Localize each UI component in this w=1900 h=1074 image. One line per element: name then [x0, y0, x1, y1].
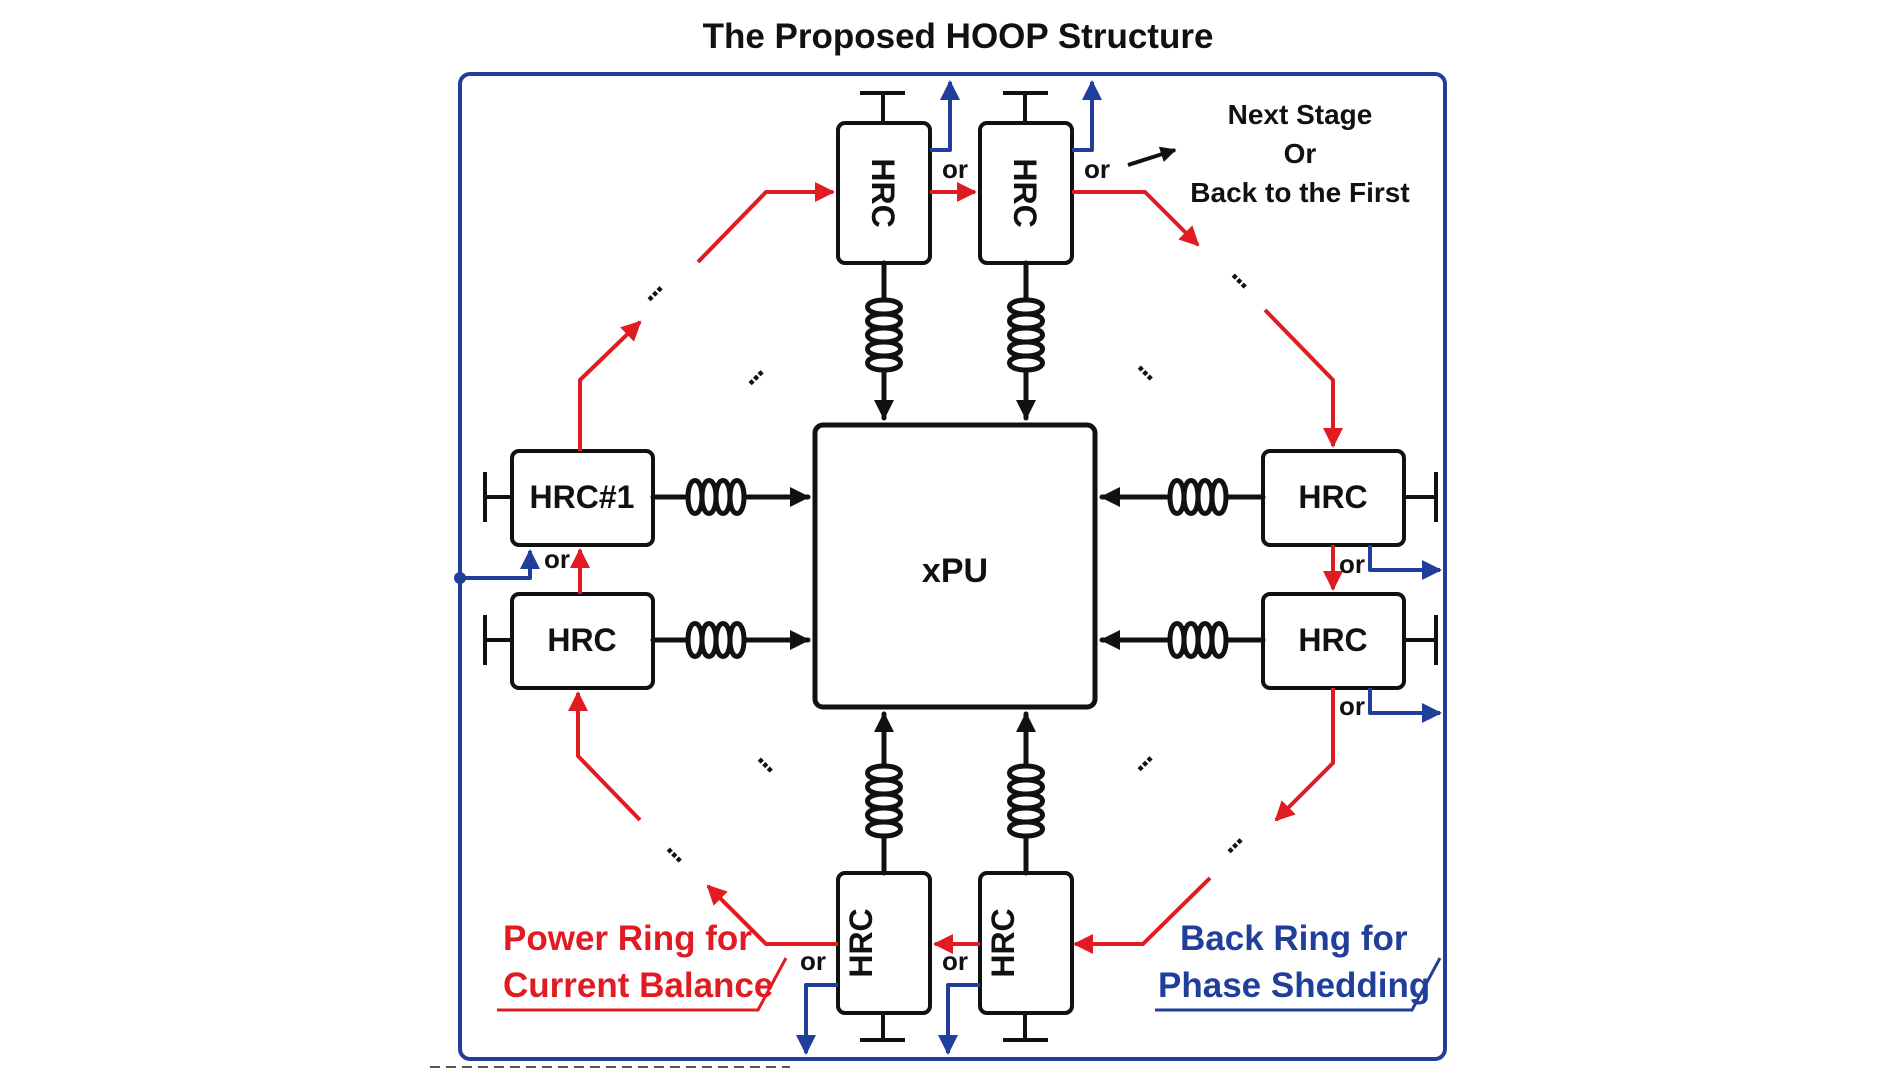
- hrc-label: HRC: [1298, 622, 1367, 658]
- inductor-right-lower: [1102, 624, 1266, 657]
- power-ring: [568, 182, 1343, 954]
- or-label: or: [800, 946, 826, 976]
- next-stage-line-1: Next Stage: [1228, 99, 1373, 130]
- diagram-title: The Proposed HOOP Structure: [703, 17, 1214, 56]
- or-label: or: [1339, 691, 1365, 721]
- next-stage-arrow: [1127, 146, 1177, 167]
- hrc-top-right: HRC: [978, 91, 1074, 265]
- inductor-right-upper: [1102, 481, 1266, 514]
- hrc-label: HRC: [1007, 158, 1043, 227]
- xpu-block: [812, 422, 1098, 710]
- or-label: or: [942, 154, 968, 184]
- back-ring-legend: Back Ring for Phase Shedding: [1155, 919, 1442, 1012]
- svg-text:...: ...: [732, 354, 769, 391]
- hrc-first-label: HRC#1: [530, 479, 635, 515]
- hrc-label: HRC: [843, 908, 879, 977]
- next-stage-line-2: Or: [1284, 138, 1317, 169]
- svg-text:...: ...: [660, 831, 697, 868]
- inductor-left-lower: [650, 624, 808, 657]
- hrc-label: HRC: [547, 622, 616, 658]
- back-ring-legend-line-1: Back Ring for: [1180, 919, 1408, 958]
- xpu-label: xPU: [922, 552, 988, 590]
- power-ring-legend-line-1: Power Ring for: [503, 919, 752, 958]
- svg-text:...: ...: [1121, 740, 1158, 777]
- hrc-first: HRC#1: [483, 449, 655, 547]
- next-stage-line-3: Back to the First: [1190, 177, 1409, 208]
- hrc-bottom-left: HRC: [836, 871, 932, 1042]
- inductor-bottom-left: [868, 714, 901, 876]
- hrc-bottom-right: HRC: [978, 871, 1074, 1042]
- hrc-label: HRC: [865, 158, 901, 227]
- inductor-top-left: [868, 260, 901, 418]
- or-label: or: [1339, 549, 1365, 579]
- hrc-left-lower: HRC: [483, 592, 655, 690]
- back-ring-legend-line-2: Phase Shedding: [1158, 966, 1430, 1005]
- power-ring-legend: Power Ring for Current Balance: [497, 919, 788, 1012]
- back-ring: [460, 80, 1442, 1055]
- inductor-top-right: [1010, 260, 1043, 418]
- svg-text:...: ...: [1225, 257, 1262, 294]
- svg-text:...: ...: [1211, 822, 1248, 859]
- or-label: or: [1084, 154, 1110, 184]
- hrc-right-lower: HRC: [1261, 592, 1438, 690]
- inductor-bottom-right: [1010, 714, 1043, 876]
- back-ring-frame: [458, 72, 1447, 1061]
- hrc-right-upper: HRC: [1261, 449, 1438, 547]
- or-label: or: [942, 946, 968, 976]
- power-ring-legend-line-2: Current Balance: [503, 966, 773, 1005]
- svg-text:...: ...: [631, 270, 668, 307]
- hrc-top-left: HRC: [836, 91, 932, 265]
- hrc-label: HRC: [985, 908, 1021, 977]
- or-label: or: [544, 544, 570, 574]
- svg-text:...: ...: [751, 741, 788, 778]
- svg-text:...: ...: [1131, 349, 1168, 386]
- inductor-left-upper: [650, 481, 808, 514]
- hrc-label: HRC: [1298, 479, 1367, 515]
